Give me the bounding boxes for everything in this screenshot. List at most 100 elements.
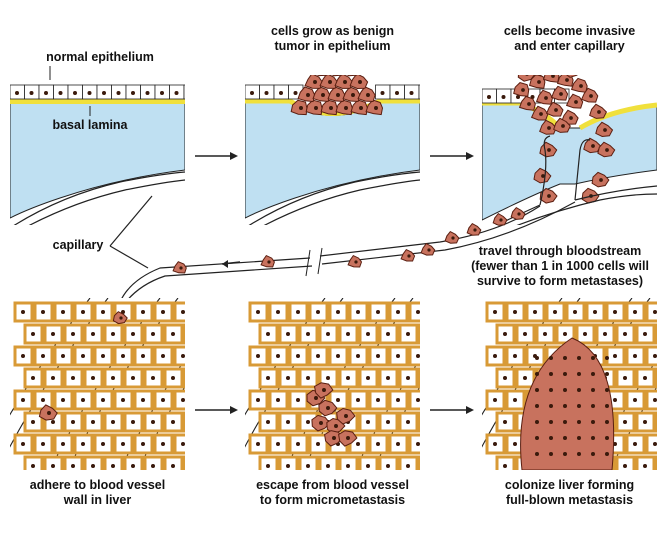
tumor-nucleus [549, 452, 553, 456]
hepatocyte [278, 455, 299, 470]
hepatocyte-nucleus [653, 354, 657, 358]
hepatocyte-nucleus [326, 376, 330, 380]
hepatocyte-nucleus [141, 442, 145, 446]
tumor-nucleus [314, 106, 318, 110]
hepatocyte [378, 455, 399, 470]
hepatocyte [183, 455, 185, 470]
tumor-nucleus [603, 128, 607, 132]
hepatocyte [495, 455, 516, 470]
tumor-nucleus [563, 356, 567, 360]
hepatocyte-nucleus [326, 332, 330, 336]
hepatocyte [298, 455, 319, 470]
hepatocyte-nucleus [643, 420, 647, 424]
hepatocyte-nucleus [406, 420, 410, 424]
tumor-nucleus [554, 108, 558, 112]
tumor-nucleus [332, 436, 336, 440]
hepatocyte-nucleus [296, 354, 300, 358]
panel-normal-epithelium [10, 75, 185, 225]
tumor-nucleus [591, 356, 595, 360]
hepatocyte-nucleus [286, 420, 290, 424]
hepatocyte-nucleus [41, 398, 45, 402]
tumor-nucleus [591, 372, 595, 376]
hepatocyte [123, 455, 144, 470]
cell-nucleus [501, 95, 506, 99]
hepatocyte-nucleus [71, 376, 75, 380]
tumor-nucleus [577, 404, 581, 408]
hepatocyte-nucleus [386, 464, 390, 468]
hepatocyte [183, 323, 185, 345]
hepatocyte [645, 345, 657, 367]
cell-nucleus [279, 91, 283, 95]
hepatocyte-nucleus [81, 310, 85, 314]
hepatocyte-nucleus [513, 398, 517, 402]
hepatocyte [408, 345, 420, 367]
hepatocyte-nucleus [316, 354, 320, 358]
hepatocyte-nucleus [356, 442, 360, 446]
tumor-nucleus [299, 106, 303, 110]
tumor-nucleus [591, 452, 595, 456]
hepatocyte-nucleus [266, 376, 270, 380]
hepatocyte-nucleus [316, 442, 320, 446]
hepatocyte-nucleus [296, 310, 300, 314]
hepatocyte-nucleus [91, 464, 95, 468]
hepatocyte-nucleus [91, 420, 95, 424]
hepatocyte-nucleus [161, 442, 165, 446]
tumor-nucleus [577, 388, 581, 392]
epithelial-cell-row [245, 84, 420, 100]
cell-nucleus [29, 91, 34, 95]
tumor-nucleus [320, 67, 324, 71]
hepatocyte-nucleus [416, 310, 420, 314]
epithelial-cell [183, 84, 185, 100]
hepatocyte-nucleus [101, 442, 105, 446]
tumor-nucleus [336, 93, 340, 97]
hepatocyte-nucleus [493, 398, 497, 402]
tumor-nucleus [605, 148, 609, 152]
hepatocyte-nucleus [523, 332, 527, 336]
tumor-nucleus [473, 228, 477, 232]
tumor-nucleus [541, 66, 545, 70]
hepatocyte-nucleus [633, 398, 637, 402]
hepatocyte-nucleus [171, 332, 175, 336]
step-arrow [195, 152, 238, 160]
hepatocyte-nucleus [613, 310, 617, 314]
hepatocyte-nucleus [346, 376, 350, 380]
tumor-nucleus [577, 356, 581, 360]
tumor-nucleus [569, 116, 573, 120]
tumor-nucleus [407, 254, 411, 258]
cell-nucleus [380, 91, 385, 95]
tumor-nucleus [589, 94, 593, 98]
tumor-nucleus [597, 110, 601, 114]
hepatocyte-nucleus [633, 354, 637, 358]
tumor-nucleus [346, 436, 350, 440]
hepatocyte-nucleus [151, 420, 155, 424]
hepatocyte-nucleus [653, 310, 657, 314]
tumor-nucleus [549, 372, 553, 376]
cell-nucleus [44, 91, 48, 95]
hepatocyte-nucleus [151, 464, 155, 468]
hepatocyte-nucleus [31, 420, 35, 424]
tumor-nucleus [559, 92, 563, 96]
hepatocyte-nucleus [111, 464, 115, 468]
tumor-nucleus [329, 106, 333, 110]
hepatocyte [358, 455, 379, 470]
hepatocyte-nucleus [633, 310, 637, 314]
hepatocyte-nucleus [366, 464, 370, 468]
hepatocyte-nucleus [663, 420, 667, 424]
label-invasive: cells become invasive and enter capillar… [503, 24, 636, 53]
hepatocyte-nucleus [306, 376, 310, 380]
cell-nucleus [160, 91, 164, 95]
hepatocyte-nucleus [513, 354, 517, 358]
tumor-nucleus [535, 436, 539, 440]
tumor-nucleus [599, 178, 603, 182]
panel-invasive [482, 66, 657, 225]
epithelial-cell [418, 84, 420, 100]
hepatocyte-nucleus [266, 464, 270, 468]
hepatocyte-nucleus [141, 354, 145, 358]
hepatocyte-nucleus [366, 420, 370, 424]
hepatocyte-nucleus [41, 310, 45, 314]
hepatocyte-nucleus [376, 442, 380, 446]
hepatocyte-nucleus [61, 442, 65, 446]
cell-nucleus [395, 91, 399, 95]
tumor-nucleus [535, 388, 539, 392]
